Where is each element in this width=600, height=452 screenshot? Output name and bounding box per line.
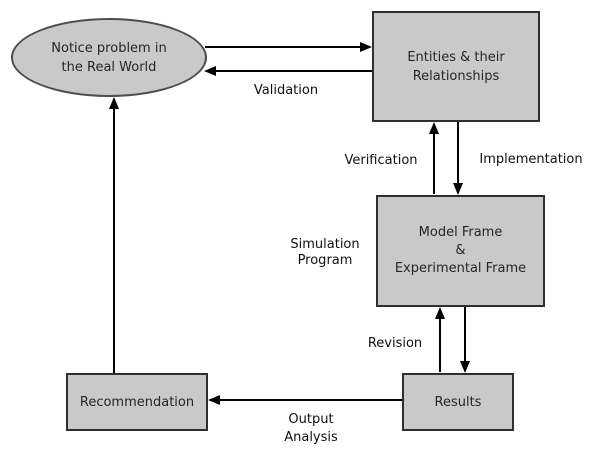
edge-label-simulation-program: Simulation Program [290, 237, 360, 268]
edge-label-revision: Revision [367, 336, 423, 351]
edge-label-validation: Validation [253, 83, 319, 98]
node-entities-relationships: Entities & their Relationships [372, 11, 540, 122]
node-real-world-label: Notice problem in the Real World [51, 40, 167, 75]
node-real-world: Notice problem in the Real World [11, 18, 207, 97]
node-recommendation: Recommendation [66, 373, 208, 431]
edge-label-implementation: Implementation [479, 152, 583, 167]
node-model-experimental-frame: Model Frame & Experimental Frame [376, 195, 545, 307]
node-results-label: Results [434, 394, 482, 410]
node-results: Results [402, 373, 514, 431]
edge-label-verification: Verification [344, 153, 418, 168]
edge-label-output-analysis: Output Analysis [284, 412, 338, 445]
node-recommendation-label: Recommendation [79, 394, 195, 410]
node-model-experimental-frame-label: Model Frame & Experimental Frame [394, 225, 527, 276]
node-entities-relationships-label: Entities & their Relationships [407, 49, 505, 84]
